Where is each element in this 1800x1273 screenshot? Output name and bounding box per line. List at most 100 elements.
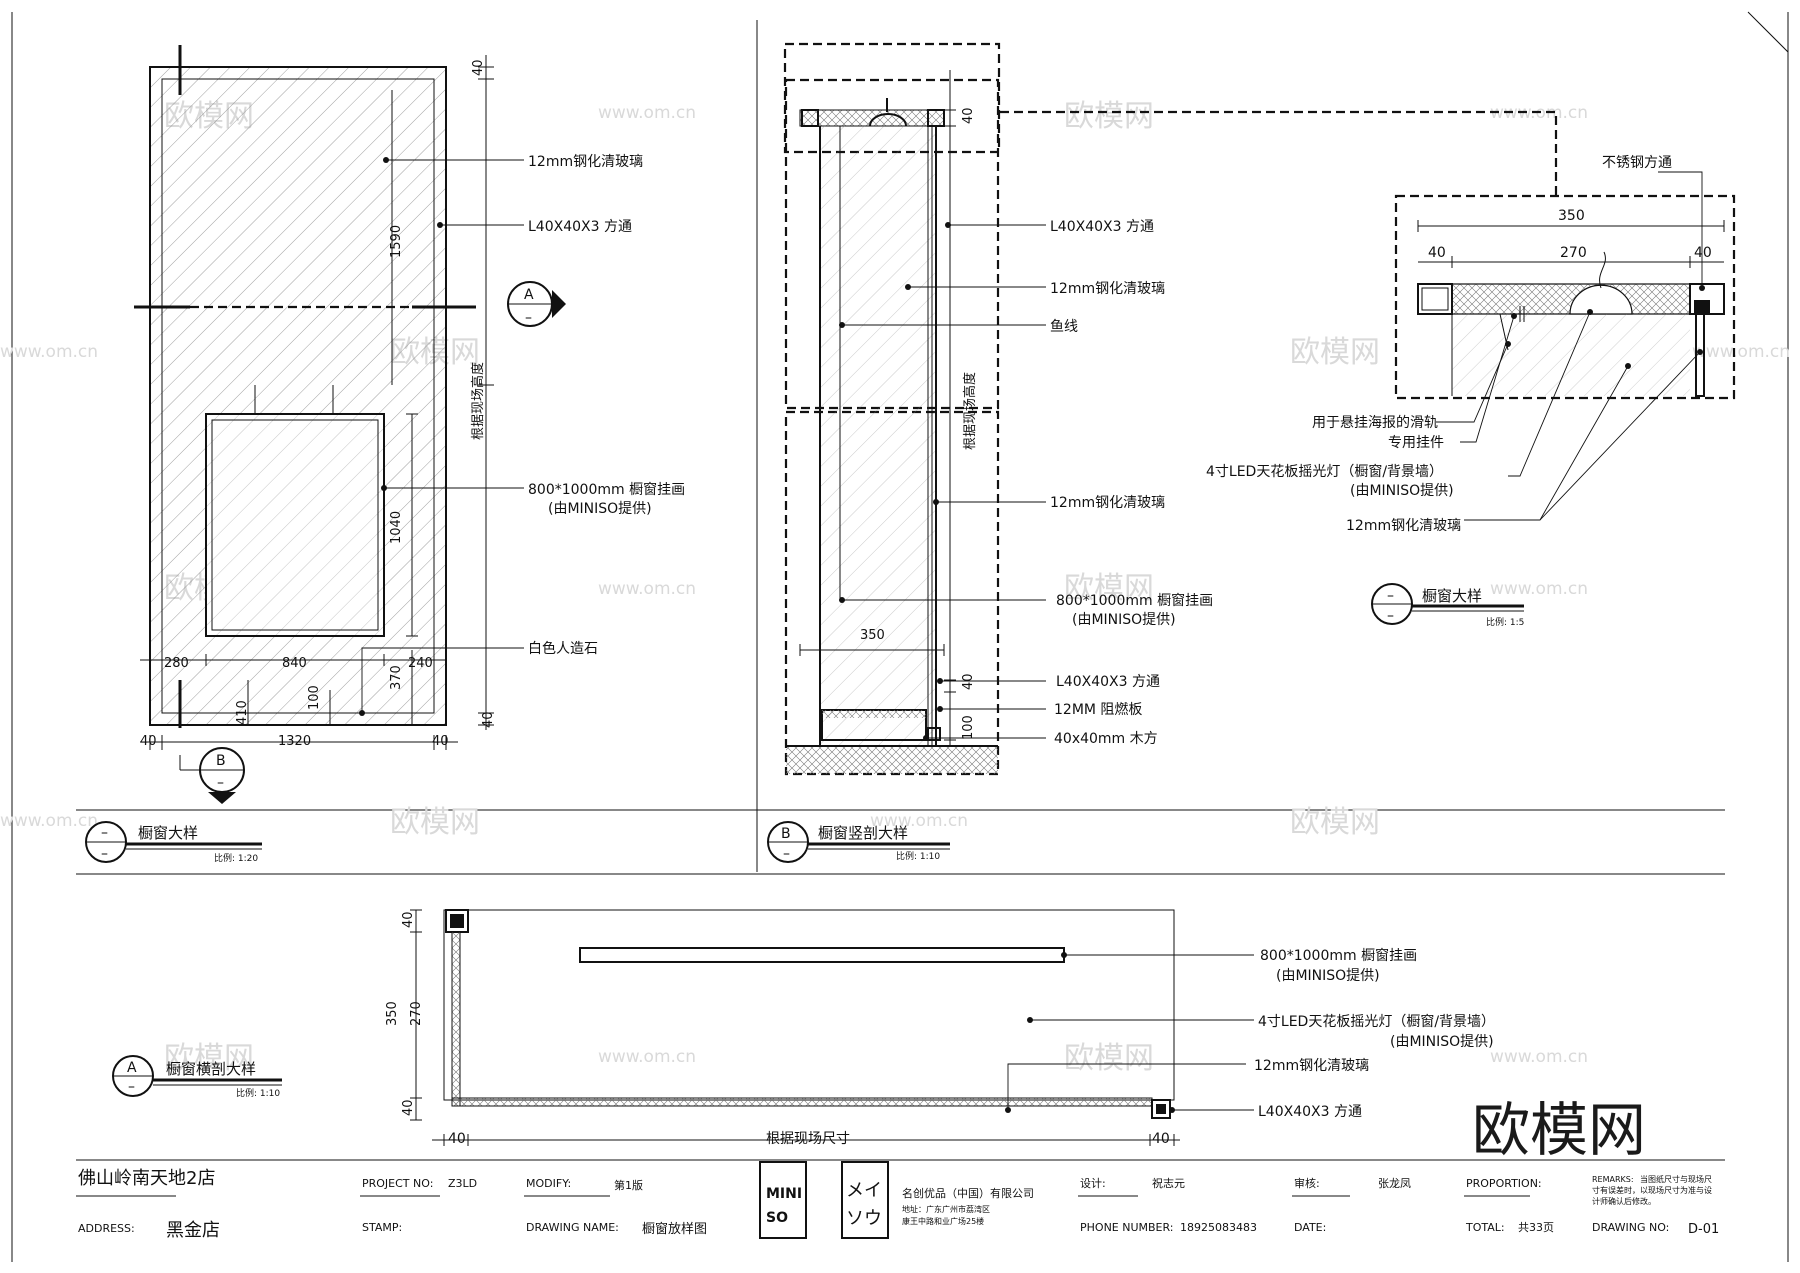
detail-drawing xyxy=(1394,171,1736,521)
watermark-brand: 欧模网 xyxy=(1064,99,1154,134)
designer-value: 祝志元 xyxy=(1152,1176,1185,1190)
dim-label: 40 xyxy=(1694,245,1712,261)
detail-callout: 用于悬挂海报的滑轨 xyxy=(1312,414,1438,431)
elevation-title-dash: – xyxy=(101,846,108,862)
section-b-callout: 鱼线 xyxy=(1050,318,1078,335)
plan-a-title: 橱窗横剖大样 xyxy=(166,1060,256,1078)
detail-scale: 比例: 1:5 xyxy=(1486,616,1524,628)
dim-label: 40 xyxy=(1152,1131,1170,1147)
dim-label: 40 xyxy=(1428,245,1446,261)
stamp-label: STAMP: xyxy=(362,1221,402,1234)
project-name: 佛山岭南天地2店 xyxy=(78,1168,215,1189)
drawing-name-value: 橱窗放样图 xyxy=(642,1221,707,1237)
section-marker-a xyxy=(507,281,566,327)
section-marker-b xyxy=(199,747,245,804)
dim-label: 270 xyxy=(409,1001,424,1026)
dim-label: 40 xyxy=(401,911,416,928)
section-b-callout: L40X40X3 方通 xyxy=(1056,674,1160,690)
dim-label: 40 xyxy=(401,1099,416,1116)
watermark-big: 欧模网 xyxy=(1472,1096,1646,1164)
proportion-label: PROPORTION: xyxy=(1466,1177,1542,1190)
design-label: 设计: xyxy=(1080,1177,1106,1190)
section-marker-b-label: B xyxy=(216,753,226,769)
detail-title: 橱窗大样 xyxy=(1422,587,1482,605)
logo-miniso-line2: SO xyxy=(766,1210,788,1226)
plan-a-callout: 4寸LED天花板摇光灯（橱窗/背景墙） xyxy=(1258,1013,1495,1030)
section-b-callout: 800*1000mm 橱窗挂画 xyxy=(1056,592,1213,609)
modify-value: 第1版 xyxy=(614,1178,643,1192)
date-label: DATE: xyxy=(1294,1221,1326,1234)
section-b-title-dash: – xyxy=(783,846,790,862)
plan-a-title-marker: A xyxy=(127,1060,137,1076)
project-no-label: PROJECT NO: xyxy=(362,1177,433,1190)
elevation-callout-steel-tube: L40X40X3 方通 xyxy=(528,219,632,235)
company-name: 名创优品（中国）有限公司 xyxy=(902,1186,1034,1200)
plan-a-title-symbol xyxy=(112,1055,282,1097)
elevation-title-dash: – xyxy=(101,825,108,841)
elevation-title: 橱窗大样 xyxy=(138,824,198,842)
plan-a-callout: 12mm钢化清玻璃 xyxy=(1254,1057,1369,1074)
watermark-site: www.om.cn xyxy=(1692,342,1790,362)
section-marker-b-dash: – xyxy=(217,775,224,791)
section-b-callout: L40X40X3 方通 xyxy=(1050,219,1154,235)
section-marker-a-dash: – xyxy=(525,310,532,326)
remarks-line1: 当图纸尺寸与现场尺 xyxy=(1640,1174,1712,1184)
elevation-scale: 比例: 1:20 xyxy=(214,852,258,864)
dim-label: 40 xyxy=(140,734,157,749)
reviewer-value: 张龙凤 xyxy=(1378,1177,1411,1190)
address-label: ADDRESS: xyxy=(78,1222,135,1235)
dim-label: 350 xyxy=(860,628,885,643)
drawing-name-label: DRAWING NAME: xyxy=(526,1221,619,1234)
drawing-no-label: DRAWING NO: xyxy=(1592,1221,1669,1234)
detail-callout: 12mm钢化清玻璃 xyxy=(1346,517,1461,534)
dim-label: 1040 xyxy=(389,511,404,544)
detail-callout: 不锈钢方通 xyxy=(1602,155,1672,171)
elevation-callout-glass: 12mm钢化清玻璃 xyxy=(528,153,643,170)
elevation-drawing xyxy=(134,45,524,771)
detail-title-dash: – xyxy=(1387,588,1394,604)
total-value: 共33页 xyxy=(1518,1221,1554,1234)
plan-a-scale: 比例: 1:10 xyxy=(236,1087,280,1099)
dim-label: 240 xyxy=(408,656,433,671)
dim-label: 40 xyxy=(481,711,496,728)
watermark-site: www.om.cn xyxy=(598,103,696,123)
section-b-title-symbol xyxy=(767,821,950,863)
plan-a-drawing xyxy=(410,909,1254,1146)
watermark-brand: 欧模网 xyxy=(1064,571,1154,606)
section-b-callout: 40x40mm 木方 xyxy=(1054,731,1158,747)
watermark-site: www.om.cn xyxy=(598,1047,696,1067)
dim-label: 370 xyxy=(389,665,404,690)
company-address-1: 地址：广东广州市荔湾区 xyxy=(902,1204,990,1214)
dim-label: 270 xyxy=(1560,245,1587,261)
plan-a-callout: 800*1000mm 橱窗挂画 xyxy=(1260,947,1417,964)
dim-label: 40 xyxy=(448,1131,466,1147)
watermark-brand: 欧模网 xyxy=(164,1041,254,1076)
remarks-line2: 寸有误差时，以现场尺寸为准与设 xyxy=(1592,1185,1712,1195)
watermark-site: www.om.cn xyxy=(0,342,98,362)
phone-value: 18925083483 xyxy=(1180,1221,1257,1234)
dim-label: 280 xyxy=(164,656,189,671)
dim-label: 350 xyxy=(1558,208,1585,224)
dim-label: 根据现场高度 xyxy=(470,362,486,440)
section-b-scale: 比例: 1:10 xyxy=(896,850,940,862)
dim-label: 40 xyxy=(471,59,486,76)
plan-a-callout: (由MINISO提供) xyxy=(1390,1034,1494,1050)
elevation-title-symbol xyxy=(85,821,262,863)
review-label: 审核: xyxy=(1294,1176,1320,1190)
detail-callout: (由MINISO提供) xyxy=(1350,483,1454,499)
dim-label: 根据现场高度 xyxy=(962,372,978,450)
watermark-site: www.om.cn xyxy=(870,811,968,831)
dim-label: 40 xyxy=(961,107,976,124)
watermark-brand: 欧模网 xyxy=(1064,1041,1154,1076)
dim-label: 410 xyxy=(235,700,250,725)
logo-meisou-line1: メイ xyxy=(846,1180,882,1201)
section-b-drawing xyxy=(783,42,1558,776)
dim-label: 100 xyxy=(307,685,322,710)
logo-miniso-line1: MINI xyxy=(766,1186,802,1202)
detail-title-symbol xyxy=(1371,583,1524,625)
watermark-site: www.om.cn xyxy=(0,811,98,831)
elevation-callout-stone: 白色人造石 xyxy=(528,640,598,657)
section-b-callout: 12mm钢化清玻璃 xyxy=(1050,494,1165,511)
plan-a-title-dash: – xyxy=(128,1079,135,1095)
